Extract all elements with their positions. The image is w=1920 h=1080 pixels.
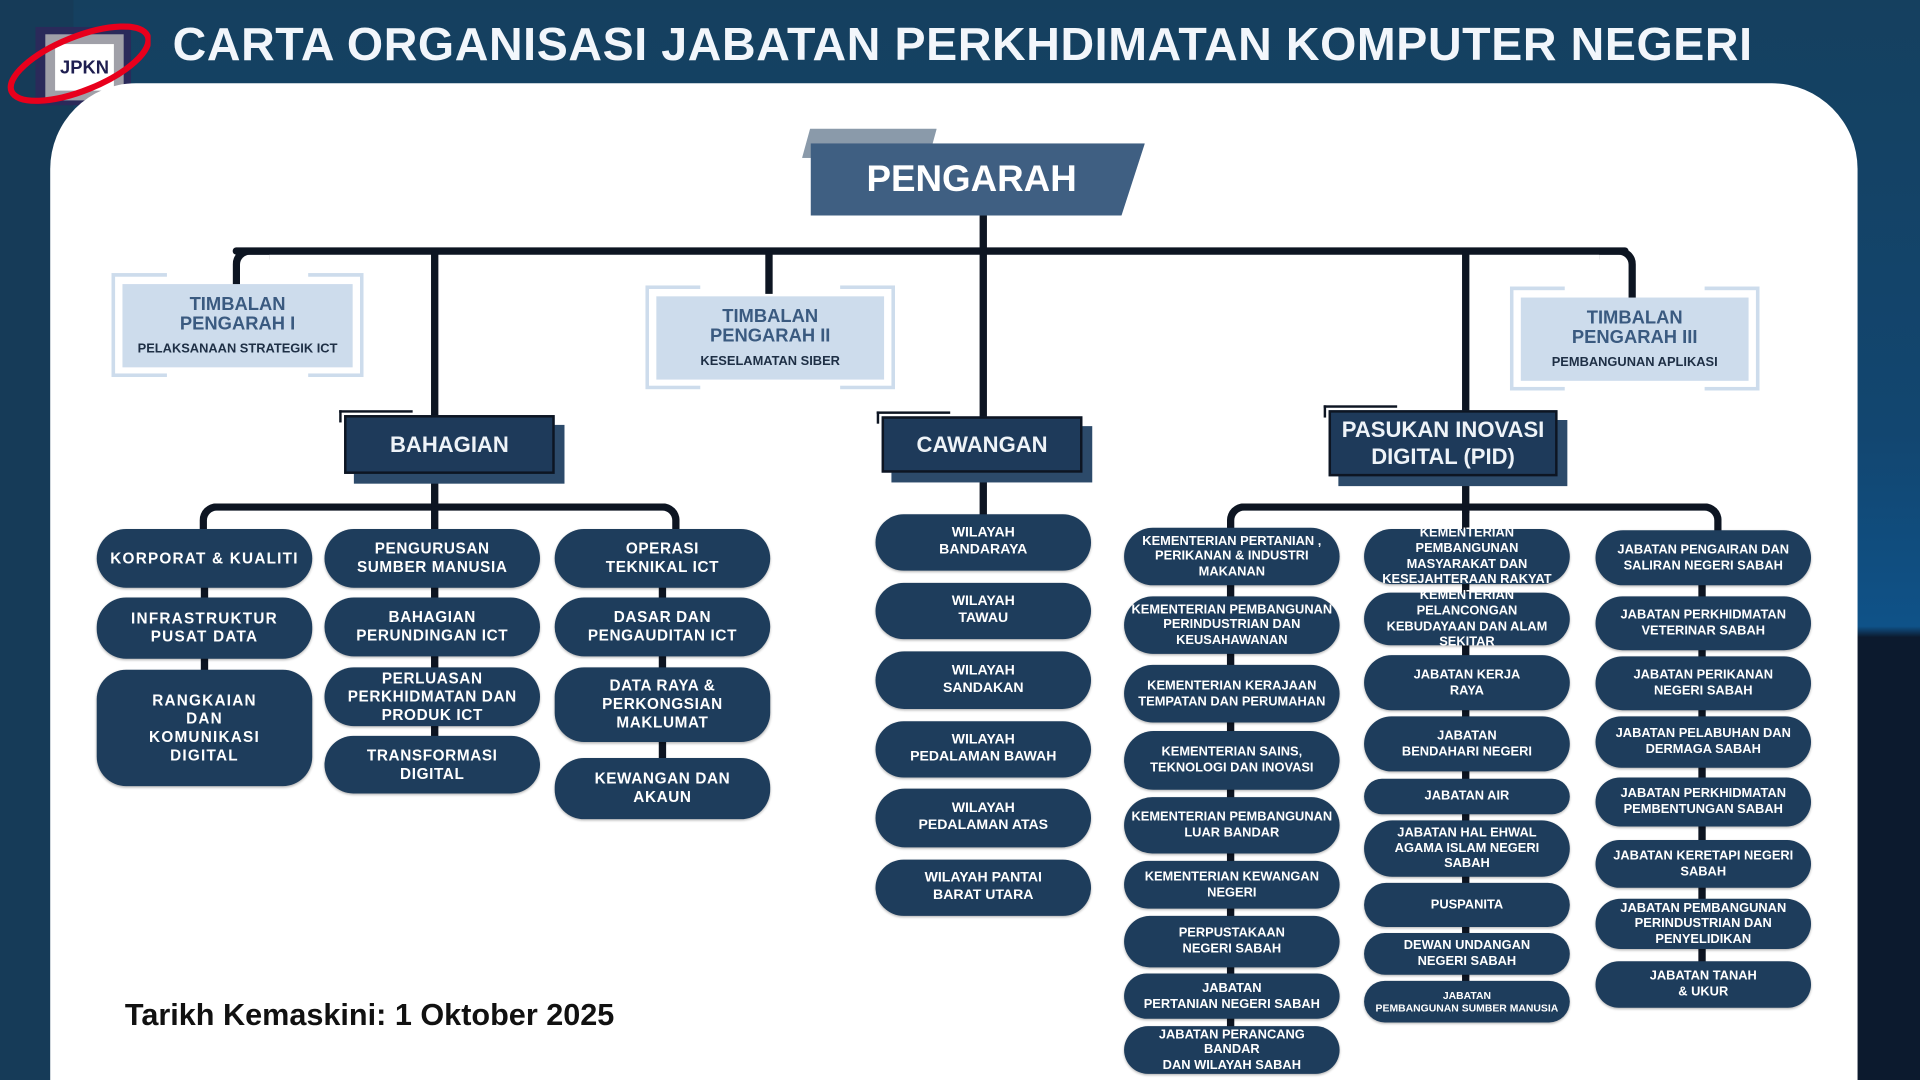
org-unit: JABATAN TANAH & UKUR [1595,961,1812,1008]
last-updated: Tarikh Kemaskini: 1 Oktober 2025 [124,997,615,1033]
bahagian-header: BAHAGIAN [344,415,555,474]
header-corner [339,410,413,423]
org-unit: KEMENTERIAN PEMBANGUNAN MASYARAKAT DAN K… [1364,526,1570,587]
cawangan-header: CAWANGAN [881,416,1083,473]
org-unit: WILAYAH PEDALAMAN ATAS [875,788,1092,848]
director-label: PENGARAH [866,158,1077,199]
org-unit: JABATAN PERANCANG BANDAR DAN WILAYAH SAB… [1124,1026,1340,1074]
deputy-director-box: TIMBALAN PENGARAH III PEMBANGUNAN APLIKAS… [1520,297,1749,381]
connector-line [431,506,439,532]
org-unit: DATA RAYA & PERKONGSIAN MAKLUMAT [554,667,771,743]
org-unit: WILAYAH PANTAI BARAT UTARA [875,859,1092,916]
deputy-title: TIMBALAN PENGARAH I [179,293,296,334]
org-unit: JABATAN KERJA RAYA [1364,655,1570,711]
connector-line [765,251,773,294]
org-unit: WILAYAH TAWAU [875,582,1092,640]
deputy-director-box: TIMBALAN PENGARAH I PELAKSANAAN STRATEGIK… [122,284,353,368]
org-unit: KEMENTERIAN PELANCONGAN KEBUDAYAAN DAN A… [1364,588,1570,649]
org-unit: KEMENTERIAN SAINS, TEKNOLOGI DAN INOVASI [1124,731,1340,790]
connector-line [431,473,439,511]
org-unit: INFRASTRUKTUR PUSAT DATA [96,597,313,659]
org-unit: JABATAN KERETAPI NEGERI SABAH [1595,840,1812,888]
deputy-subtitle: PEMBANGUNAN APLIKASI [1551,355,1718,371]
svg-text:JPKN: JPKN [60,56,109,77]
deputy-title: TIMBALAN PENGARAH III [1571,307,1698,348]
connector-line [979,215,987,516]
org-unit: WILAYAH PEDALAMAN BAWAH [875,721,1092,778]
org-unit: KEMENTERIAN PERTANIAN , PERIKANAN & INDU… [1124,527,1340,586]
org-unit: JABATAN PERIKANAN NEGERI SABAH [1595,656,1812,711]
org-unit: JABATAN AIR [1364,778,1570,815]
org-unit: JABATAN HAL EHWAL AGAMA ISLAM NEGERI SAB… [1364,820,1570,877]
org-unit: KEMENTERIAN KEWANGAN NEGERI [1124,860,1340,909]
org-unit: JABATAN PEMBANGUNAN SUMBER MANUSIA [1364,980,1570,1023]
chart-panel [50,83,1858,1080]
org-unit: DASAR DAN PENGAUDITAN ICT [554,597,771,657]
org-unit: PENGURUSAN SUMBER MANUSIA [324,528,541,588]
org-unit: KEMENTERIAN PEMBANGUNAN LUAR BANDAR [1124,797,1340,854]
page-title: CARTA ORGANISASI JABATAN PERKHDIMATAN KO… [172,19,1753,72]
deputy-title: TIMBALAN PENGARAH II [709,305,831,346]
org-unit: BAHAGIAN PERUNDINGAN ICT [324,597,541,657]
org-unit: KORPORAT & KUALITI [96,528,313,588]
connector-line [1462,251,1470,413]
org-unit: JABATAN PELABUHAN DAN DERMAGA SABAH [1595,716,1812,768]
connector-line [1599,247,1636,304]
connector-line [232,247,270,304]
connector-line [232,247,1629,255]
org-unit: OPERASI TEKNIKAL ICT [554,528,771,588]
org-unit: JABATAN PEMBANGUNAN PERINDUSTRIAN DAN PE… [1595,898,1812,949]
connector-line [1462,476,1470,514]
connector-line [431,251,439,417]
org-unit: PUSPANITA [1364,882,1570,927]
org-unit: JABATAN BENDAHARI NEGERI [1364,716,1570,772]
org-unit: WILAYAH SANDAKAN [875,651,1092,709]
org-unit: PERLUASAN PERKHIDMATAN DAN PRODUK ICT [324,667,541,727]
org-unit: KEMENTERIAN KERAJAAN TEMPATAN DAN PERUMA… [1124,664,1340,723]
org-unit: KEMENTERIAN PEMBANGUNAN PERINDUSTRIAN DA… [1124,596,1340,654]
deputy-subtitle: KESELAMATAN SIBER [700,354,840,369]
org-unit: PERPUSTAKAAN NEGERI SABAH [1124,915,1340,968]
connector-line [199,503,680,541]
org-unit: JABATAN PERKHIDMATAN VETERINAR SABAH [1595,596,1812,651]
director-shape [810,143,1145,216]
org-unit: DEWAN UNDANGAN NEGERI SABAH [1364,933,1570,975]
org-unit: RANGKAIAN DAN KOMUNIKASI DIGITAL [96,669,313,787]
org-unit: WILAYAH BANDARAYA [875,514,1092,571]
org-unit: KEWANGAN DAN AKAUN [554,757,771,820]
jpkn-logo: JPKN [6,17,152,108]
org-unit: JABATAN PERKHIDMATAN PEMBENTUNGAN SABAH [1595,777,1812,827]
header-corner [876,411,951,424]
connector-line [1462,506,1470,532]
header-corner [1323,405,1398,418]
org-unit: JABATAN PENGAIRAN DAN SALIRAN NEGERI SAB… [1595,530,1812,586]
org-unit: TRANSFORMASI DIGITAL [324,735,541,794]
connector-line [1226,503,1722,541]
deputy-subtitle: PELAKSANAAN STRATEGIK ICT [137,341,338,357]
org-unit: JABATAN PERTANIAN NEGERI SABAH [1124,973,1340,1019]
deputy-director-box: TIMBALAN PENGARAH II KESELAMATAN SIBER [656,296,885,380]
pid-header: PASUKAN INOVASI DIGITAL (PID) [1328,410,1558,477]
